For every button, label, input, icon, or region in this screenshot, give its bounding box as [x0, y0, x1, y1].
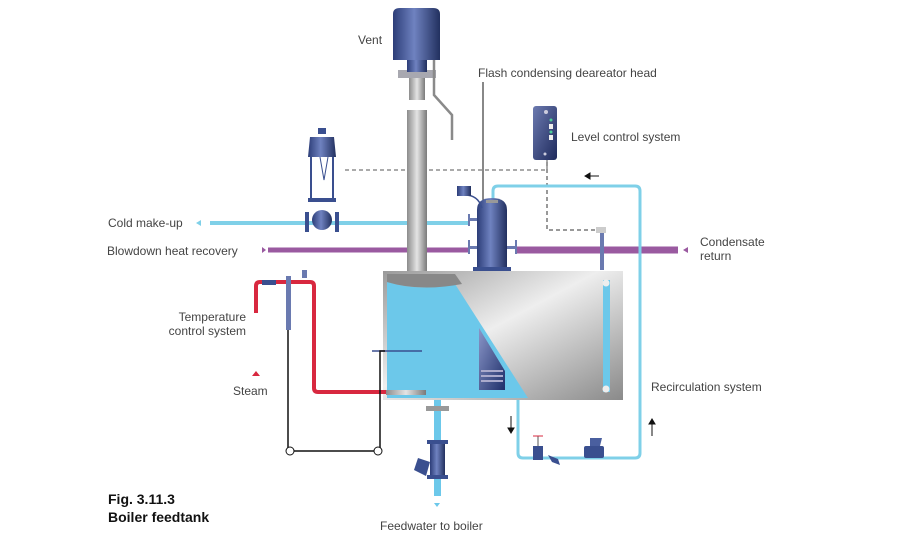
vent-drain-tube	[432, 60, 454, 140]
steam-sparge-pipe	[386, 390, 426, 395]
cold-makeup-label: Cold make-up	[108, 216, 183, 230]
control-signal-line	[345, 160, 548, 171]
blowdown-pipe	[262, 247, 470, 253]
temperature-line1: Temperature	[178, 310, 246, 324]
condensate-return-pipe	[515, 246, 688, 254]
deareator-head	[457, 186, 517, 271]
condensate-line1: Condensate	[700, 235, 765, 249]
recirculation-label: Recirculation system	[651, 380, 762, 394]
steam-pipe	[254, 280, 386, 394]
recirculation-strainer	[548, 455, 560, 465]
dip-tube	[479, 328, 505, 390]
level-probe-signal-line	[546, 162, 595, 231]
flow-arrow-left	[584, 172, 599, 180]
feedwater-label: Feedwater to boiler	[380, 519, 483, 533]
figure-title: Boiler feedtank	[108, 509, 210, 525]
flow-arrow-down	[507, 416, 515, 434]
level-probe	[600, 232, 604, 270]
blowdown-label: Blowdown heat recovery	[107, 244, 238, 258]
figure-number: Fig. 3.11.3	[108, 491, 175, 507]
flash-head-label: Flash condensing deareator head	[478, 66, 657, 80]
recirculation-pipe	[491, 184, 642, 460]
feedwater-outlet	[414, 400, 449, 507]
level-controller	[533, 106, 557, 160]
feedwater-arrow	[434, 503, 440, 507]
recirculation-globe-valve	[533, 435, 543, 460]
flow-arrow-up	[648, 418, 656, 436]
feedwater-strainer	[430, 444, 445, 475]
condensate-line2: return	[700, 249, 732, 263]
makeup-control-valve	[305, 128, 339, 232]
feedtank	[372, 271, 623, 400]
dip-tube-holes	[481, 370, 503, 382]
vent-head	[393, 8, 440, 60]
level-control-label: Level control system	[571, 130, 681, 144]
temperature-line2: control system	[168, 324, 246, 338]
temperature-control-valve	[286, 276, 291, 330]
sight-glass	[603, 280, 610, 392]
vent-pipe	[407, 110, 427, 272]
vent-label: Vent	[358, 33, 383, 47]
steam-arrow	[252, 371, 260, 376]
cold-makeup-pipe	[196, 220, 470, 226]
recirculation-pump	[584, 438, 604, 458]
steam-label: Steam	[233, 384, 268, 398]
